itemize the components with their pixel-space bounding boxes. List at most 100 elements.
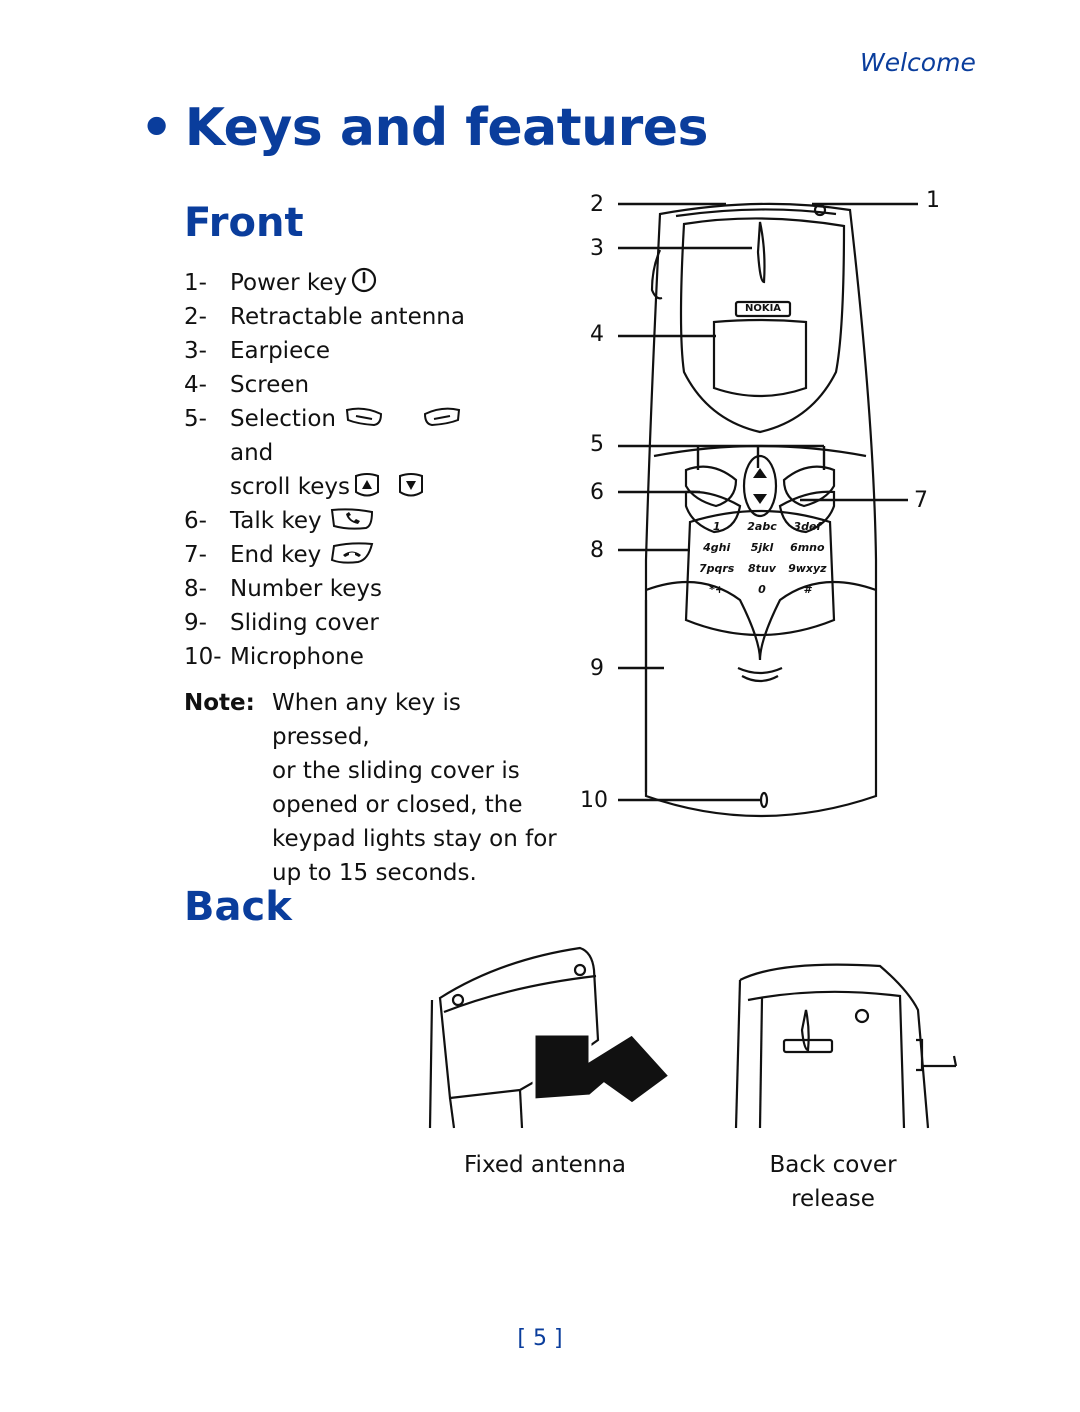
callout-6: 6 <box>590 480 604 505</box>
end-key-icon <box>330 542 374 564</box>
key-number: 9- <box>184 610 207 636</box>
key-item-scroll: scroll keys <box>184 470 544 504</box>
key-label: Microphone <box>230 644 364 670</box>
key-number: 4- <box>184 372 207 398</box>
key-label: scroll keys <box>230 474 350 500</box>
key-item-earpiece: 3- Earpiece <box>184 334 544 368</box>
key-label: Talk key <box>230 508 322 534</box>
key-item-selection: 5- Selection <box>184 402 544 436</box>
note-label: Note: <box>184 690 255 716</box>
key-item-selection-and: and <box>184 436 544 470</box>
talk-key-icon <box>330 508 374 530</box>
phone-back-outline <box>739 963 930 1129</box>
back-cover-caption-line: release <box>791 1186 875 1212</box>
screen <box>712 318 808 398</box>
end-key <box>778 490 836 534</box>
callout-10: 10 <box>580 788 608 813</box>
callout-5: 5 <box>590 432 604 457</box>
callout-1: 1 <box>926 188 940 213</box>
fixed-antenna-diagram <box>428 946 673 1129</box>
callout-9: 9 <box>590 656 604 681</box>
key-number: 6- <box>184 508 207 534</box>
key-number: 10- <box>184 644 222 670</box>
earpiece-slot <box>756 221 766 284</box>
front-heading: Front <box>184 200 304 246</box>
antenna-cap <box>438 946 600 1100</box>
key-number: 1- <box>184 270 207 296</box>
scroll-down-icon <box>399 473 423 497</box>
back-cover-caption: Back cover release <box>730 1148 936 1216</box>
key-item-talk: 6- Talk key <box>184 504 544 538</box>
back-cover-caption-line: Back cover <box>769 1152 897 1178</box>
key-label: Retractable antenna <box>230 304 465 330</box>
keypad-key: # <box>803 583 812 596</box>
front-phone-diagram <box>618 202 918 818</box>
note-line: opened or closed, the <box>272 792 523 818</box>
keypad-key: 3def <box>793 520 822 533</box>
callout-4: 4 <box>590 322 604 347</box>
key-label: Screen <box>230 372 310 398</box>
back-cover-diagram <box>734 963 958 1129</box>
key-label: and <box>230 440 274 466</box>
keypad-key: 1 <box>712 520 721 533</box>
key-item-microphone: 10- Microphone <box>184 640 544 674</box>
key-item-cover: 9- Sliding cover <box>184 606 544 640</box>
key-label: Power key <box>230 270 348 296</box>
key-number: 5- <box>184 406 207 432</box>
note-line: or the sliding cover is <box>272 758 520 784</box>
key-label: Earpiece <box>230 338 331 364</box>
release-button <box>916 1038 924 1072</box>
callout-3: 3 <box>590 236 604 261</box>
keypad-key: 7pqrs <box>698 562 735 575</box>
key-number: 8- <box>184 576 207 602</box>
keypad-grid: 1 2abc 3def 4ghi 5jkl 6mno 7pqrs 8tuv 9w… <box>694 520 830 596</box>
key-label: Sliding cover <box>230 610 379 636</box>
keypad-key: 6mno <box>790 541 825 554</box>
screen-surround <box>679 217 846 434</box>
brand-plate <box>734 300 792 318</box>
callout-2: 2 <box>590 192 604 217</box>
note-line: keypad lights stay on for <box>272 826 557 852</box>
keypad-key: 5jkl <box>750 541 774 554</box>
power-icon <box>351 267 377 293</box>
key-item-end: 7- End key <box>184 538 544 572</box>
talk-key <box>684 490 742 534</box>
back-brand-plate <box>782 1038 834 1054</box>
key-number: 2- <box>184 304 207 330</box>
fixed-antenna-caption: Fixed antenna <box>464 1152 626 1178</box>
key-item-antenna: 2- Retractable antenna <box>184 300 544 334</box>
right-selection-key-icon <box>423 407 461 427</box>
scroll-key <box>742 454 778 518</box>
key-item-screen: 4- Screen <box>184 368 544 402</box>
back-heading: Back <box>184 884 292 930</box>
key-label: End key <box>230 542 322 568</box>
running-head: Welcome <box>860 48 976 77</box>
callout-7: 7 <box>914 488 928 513</box>
page-title-text: Keys and features <box>184 98 709 158</box>
key-label: Selection <box>230 406 336 432</box>
callout-8: 8 <box>590 538 604 563</box>
key-item-number: 8- Number keys <box>184 572 544 606</box>
brand-label: NOKIA <box>744 303 782 314</box>
left-soft-key <box>684 465 738 508</box>
microphone <box>759 791 769 809</box>
keypad-key: *+ <box>709 583 725 596</box>
keypad-key: 2abc <box>747 520 777 533</box>
key-number: 7- <box>184 542 207 568</box>
right-soft-key <box>782 465 836 508</box>
page-number: [ 5 ] <box>517 1326 563 1351</box>
scroll-up-icon <box>355 473 379 497</box>
left-selection-key-icon <box>345 407 383 427</box>
keypad-outline <box>684 509 836 637</box>
pointer-arrow <box>532 1032 673 1106</box>
side-key <box>650 249 663 300</box>
sliding-cover <box>645 580 877 661</box>
note-line: up to 15 seconds. <box>272 860 477 886</box>
keypad-key: 8tuv <box>748 562 776 575</box>
note-text: When any key is pressed, or the sliding … <box>272 686 562 890</box>
page-title: •Keys and features <box>140 98 709 158</box>
key-item-power: 1- Power key <box>184 266 544 300</box>
keypad-key: 9wxyz <box>788 562 827 575</box>
key-label: Number keys <box>230 576 382 602</box>
key-number: 3- <box>184 338 207 364</box>
